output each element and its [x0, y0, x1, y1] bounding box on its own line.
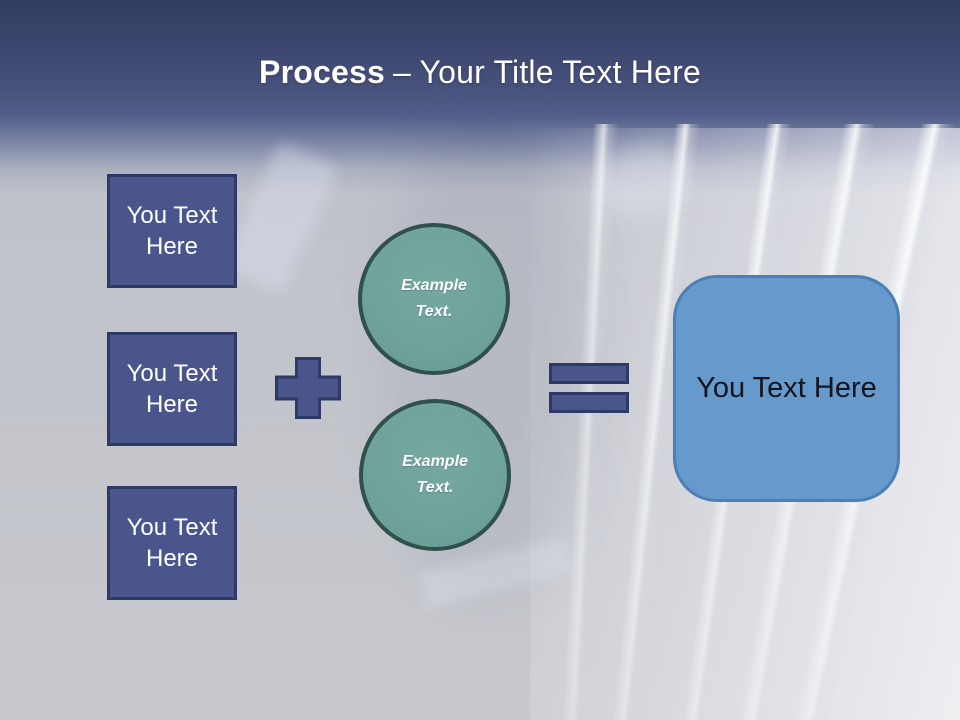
title-subtitle: – Your Title Text Here: [392, 54, 701, 90]
placeholder-box-label: You Text Here: [126, 513, 218, 572]
slide-title[interactable]: Process– Your Title Text Here: [0, 54, 960, 91]
example-circle-2[interactable]: Example Text.: [359, 399, 511, 551]
equals-bar-bottom: [549, 392, 629, 413]
placeholder-box-label: You Text Here: [126, 201, 218, 260]
placeholder-box-label: You Text Here: [126, 359, 218, 418]
placeholder-box-1[interactable]: You Text Here: [107, 174, 237, 288]
placeholder-box-3[interactable]: You Text Here: [107, 486, 237, 600]
placeholder-box-2[interactable]: You Text Here: [107, 332, 237, 446]
example-circle-1[interactable]: Example Text.: [358, 223, 510, 375]
title-keyword: Process: [259, 54, 385, 90]
result-box[interactable]: You Text Here: [673, 275, 900, 502]
equals-icon: [549, 363, 629, 413]
result-box-label: You Text Here: [696, 372, 877, 404]
background-streak: [558, 124, 620, 720]
example-circle-label: Example Text.: [401, 276, 467, 320]
plus-icon: [275, 357, 341, 419]
equals-bar-top: [549, 363, 629, 384]
example-circle-label: Example Text.: [402, 452, 468, 496]
